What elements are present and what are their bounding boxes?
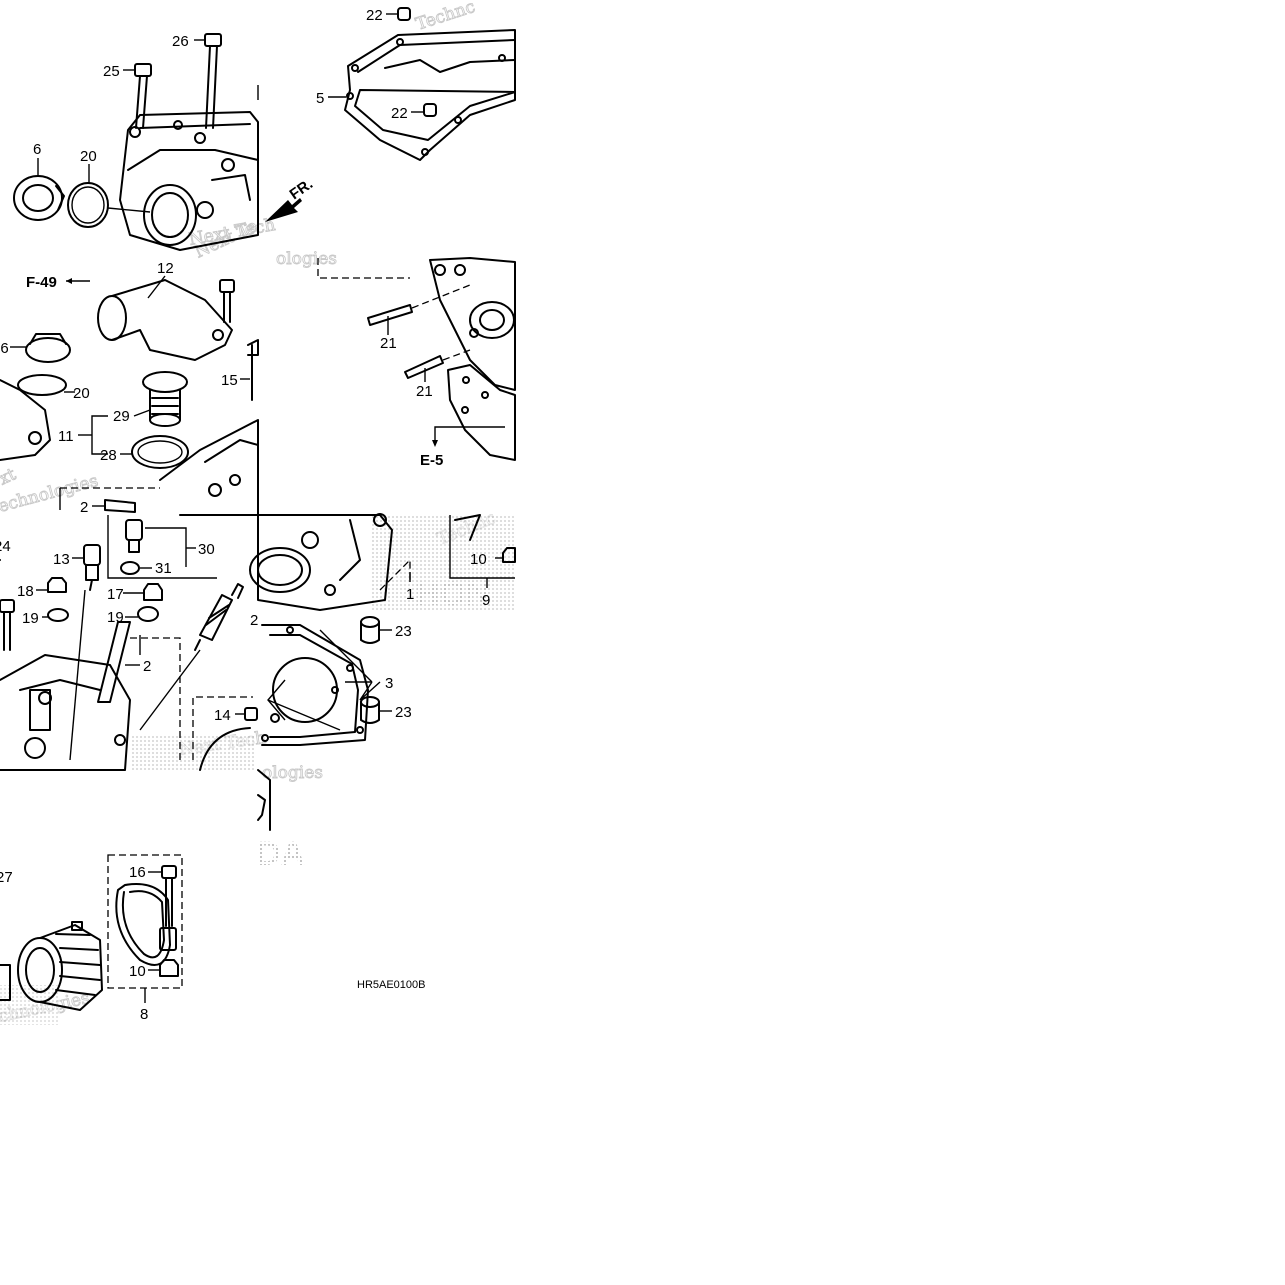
svg-text:FR.: FR. [287,175,317,203]
callout-2: 2 [80,499,88,516]
sensor-13 [72,544,101,591]
tile-studs: E-5 [317,257,516,469]
callout-2: 2 [250,612,258,629]
callout-16: 16 [129,864,146,881]
dotted-shading [130,735,255,770]
callout-1: 1 [406,586,414,603]
callout-20: 20 [73,385,90,402]
band-8 [115,883,177,966]
gasket-5 [344,29,516,161]
watermark-text: ologies [262,763,323,783]
filler-cap-16 [10,333,71,363]
tile-head-cover-gasket [328,7,516,161]
sensor-30 [120,519,143,575]
watermark-text: Technc [413,0,477,35]
callout-14: 14 [214,707,231,724]
brand-watermark: DA [256,835,305,873]
callout-6: 6 [33,141,41,158]
callout-20: 20 [80,148,97,165]
insulator [0,921,103,1011]
dowel-23 [360,616,392,644]
callout-11: 11 [58,428,74,445]
callout-27: 27 [0,869,13,886]
dowel-22 [397,7,411,21]
spark-plug [194,583,244,651]
callout-2: 2 [143,658,151,675]
head-gasket-3 [261,624,369,746]
seal-28 [131,435,189,469]
callout-21: 21 [416,383,433,400]
nut-17 [143,583,163,601]
nut-18 [47,577,67,593]
callout-16: 16 [0,340,9,357]
dowel-22 [423,103,437,117]
callout-13: 13 [53,551,70,568]
pipe-2 [97,621,140,703]
callout-30: 30 [198,541,215,558]
callout-9: 9 [482,592,490,609]
watermark-text: xt [0,464,19,489]
callout-29: 29 [113,408,130,425]
ref-e-5: E-5 [420,452,443,469]
o-ring-20 [67,182,109,228]
callout-layer: 22 5 22 26 25 6 20 12 21 21 16 20 15 29 … [0,7,490,1023]
callout-24: 24 [0,538,11,555]
callout-8: 8 [140,1006,148,1023]
stud-21 [404,355,444,382]
dotted-shading [370,515,515,610]
callout-25: 25 [103,63,120,80]
callout-15: 15 [221,372,238,389]
callout-22: 22 [391,105,408,122]
callout-28: 28 [100,447,117,464]
thermostat-cover-12 [97,275,233,361]
callout-19: 19 [107,609,124,626]
bolt-24 [219,279,235,323]
callout-10: 10 [470,551,487,568]
callout-5: 5 [316,90,324,107]
tile-thermostat: F-49 [0,274,259,516]
watermark-text: ologies [276,249,337,269]
callout-19: 19 [22,610,39,627]
tile-thermostat-housing: FR. [13,33,316,251]
callout-26: 26 [172,33,189,50]
tile-insulator [0,854,183,1011]
callout-23: 23 [395,704,412,721]
callout-12: 12 [157,260,174,277]
tile-sensors [0,515,258,771]
filler-cap [13,175,65,221]
callout-21: 21 [380,335,397,352]
washer-19 [137,606,159,622]
front-direction-arrow: FR. [265,175,316,222]
callout-3: 3 [385,675,393,692]
callout-18: 18 [17,583,34,600]
washer-19 [47,608,69,622]
diagram-code: HR5AE0100B [357,979,426,991]
tile-head-gasket [249,513,516,831]
brand-watermark: HON [415,575,491,613]
nut-10 [159,959,179,977]
ref-f-49: F-49 [26,274,57,291]
callout-22: 22 [366,7,383,24]
o-ring-20 [17,374,67,396]
thermostat-housing [119,111,259,251]
dowel-23 [360,696,392,724]
callout-23: 23 [395,623,412,640]
callout-31: 31 [155,560,172,577]
callout-17: 17 [107,586,124,603]
stud-21 [367,304,413,335]
thermostat-29 [142,371,188,427]
callout-10: 10 [129,963,146,980]
